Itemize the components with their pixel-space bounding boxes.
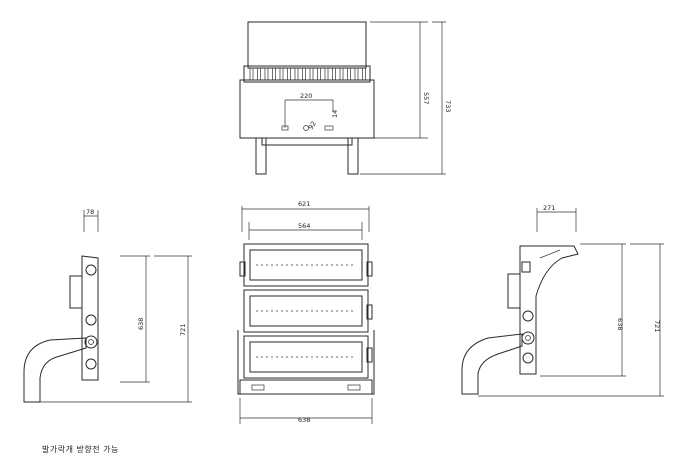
front-side-knob-right [366,261,373,277]
top-fin [302,67,306,81]
left-driver-box [69,275,83,309]
top-bracket-neck [261,138,353,146]
top-fin [287,67,291,81]
left-pivot [84,335,98,349]
top-left-bracket-arm [255,137,267,175]
front-module-3-lens [249,341,363,373]
top-fin [317,67,321,81]
right-dim-721: 721 [653,320,661,332]
top-fin-band [243,65,371,83]
front-side-knob-right-3 [366,347,373,363]
top-fin [347,67,351,81]
top-heatsink-block [247,21,367,69]
top-fin [249,67,254,81]
top-fins [249,67,366,81]
top-fin [324,67,329,81]
right-pivot [521,331,535,345]
front-dim-564-line [248,222,363,240]
top-dim-220: 220 [300,92,312,100]
left-dim-638: 638 [137,318,145,330]
front-module-2-lens [249,295,363,327]
right-body [519,245,579,375]
right-driver-box [507,273,521,309]
left-dim-78: 78 [86,208,94,216]
top-connector-right [324,125,334,131]
top-connector-left [281,125,289,131]
right-pivot-hub [525,335,531,341]
left-dim-78-line [83,210,99,232]
top-fin [257,67,261,81]
front-module-3 [243,335,369,379]
top-fin [354,67,359,81]
top-housing [239,79,375,139]
top-dim-557-line [370,21,428,139]
top-view: 220 92 14 557 733 [239,21,452,175]
top-fin [362,67,366,81]
right-dim-271-line [536,208,577,232]
right-dim-638: 638 [616,318,624,330]
left-view: 78 638 721 [23,208,192,403]
top-fin [279,67,284,81]
right-dim-721-line [478,243,664,397]
front-module-2 [243,289,369,333]
top-fin [339,67,344,81]
top-inner-dim-line [284,99,334,128]
front-module-1-lens [249,249,363,281]
top-valve-icon [303,125,309,131]
front-base-plate [239,379,373,395]
top-fin [309,67,314,81]
front-view: 621 564 638 [237,200,375,424]
front-dim-638-line [239,398,373,424]
top-dim-14: 14 [331,110,339,118]
front-module-1 [243,243,369,287]
top-dim-733-line [360,21,446,175]
right-dim-271: 271 [543,204,555,212]
top-right-bracket-arm [347,137,359,175]
front-base-tab-left [251,384,265,391]
right-mounting-arm [461,333,523,395]
right-knob-mid [522,310,534,322]
front-dim-621: 621 [298,200,310,208]
left-knob-top [85,264,97,276]
front-side-knob-right-2 [366,304,373,320]
left-knob-mid [85,314,97,326]
top-fin [294,67,299,81]
front-bracket [237,330,375,395]
front-side-knob-left [239,261,246,277]
top-fin [264,67,269,81]
left-mounting-arm [23,337,87,403]
top-fin [272,67,276,81]
right-dim-638-line [540,243,626,377]
top-fin [332,67,336,81]
left-dim-721: 721 [179,324,187,336]
left-pivot-hub [88,339,94,345]
front-dim-638: 638 [298,416,310,424]
left-dim-638-line [120,255,150,383]
left-knob-bottom [85,358,97,370]
mounting-note: 발가락개 방향전 가능 [42,445,119,454]
front-dim-564: 564 [298,222,310,230]
right-view: 271 638 721 [461,204,664,397]
top-dim-733: 733 [444,100,452,112]
top-dim-92: 92 [307,120,318,131]
right-knob-bottom [522,352,534,364]
left-dim-721-line [40,255,192,403]
top-dim-557: 557 [422,92,430,104]
front-dim-621-line [241,206,370,232]
right-top-knob [521,261,531,273]
right-fin-edge [539,249,561,259]
front-led-rows [256,264,356,358]
front-base-tab-right [347,384,361,391]
